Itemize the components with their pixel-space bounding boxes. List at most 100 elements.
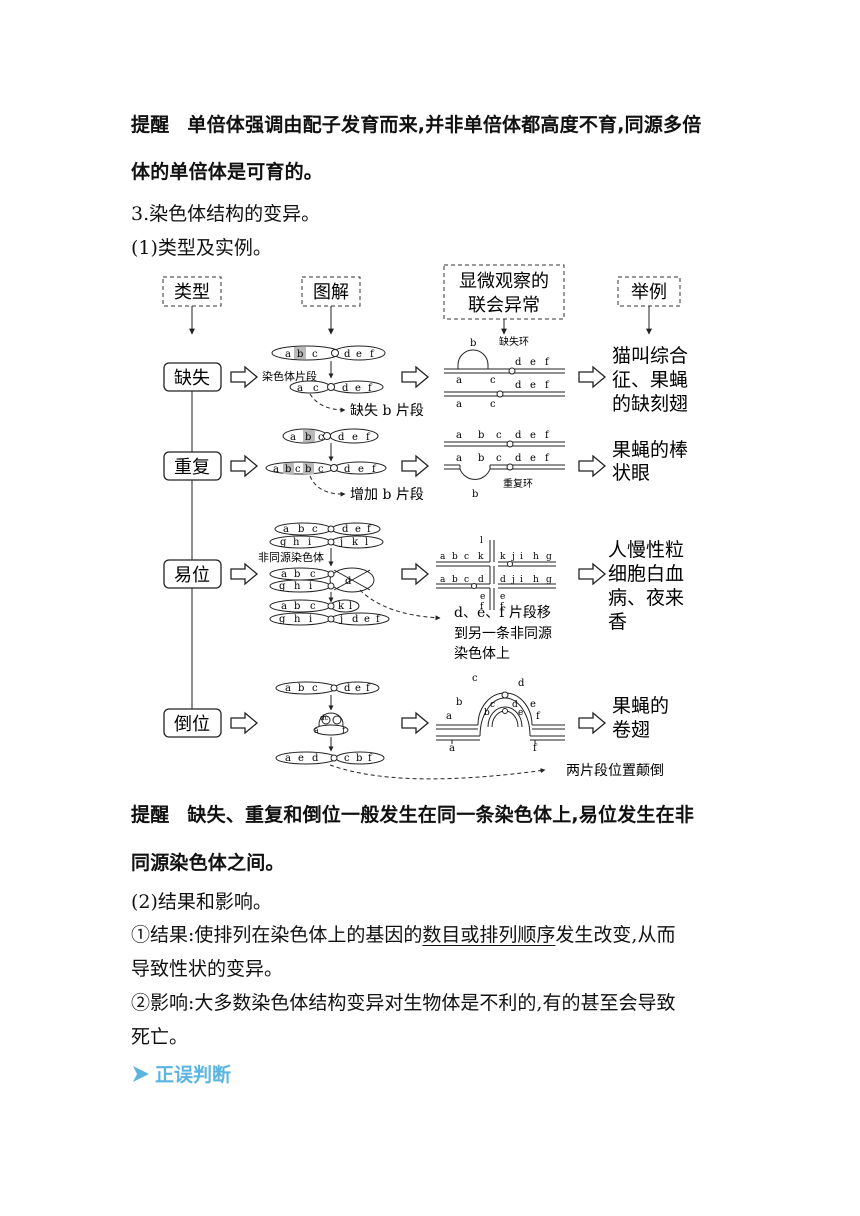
svg-text:a: a: [290, 432, 296, 443]
svg-text:d: d: [352, 614, 359, 625]
svg-text:e: e: [500, 592, 505, 602]
svg-text:d: d: [344, 683, 351, 694]
svg-text:g: g: [279, 614, 286, 625]
triangle-arrow-icon: [131, 1064, 151, 1084]
svg-text:a: a: [456, 399, 462, 410]
svg-text:c: c: [490, 700, 495, 710]
svg-text:d: d: [500, 575, 506, 585]
svg-text:举例: 举例: [631, 282, 667, 303]
svg-text:e: e: [358, 464, 364, 475]
svg-text:e: e: [355, 524, 361, 535]
svg-text:d: d: [344, 349, 351, 360]
svg-text:c: c: [490, 375, 496, 386]
svg-text:c: c: [313, 383, 319, 394]
svg-text:b: b: [298, 524, 304, 535]
impact-line-2: 死亡。: [131, 1022, 188, 1049]
svg-text:f: f: [545, 453, 550, 464]
svg-text:d: d: [515, 380, 522, 391]
svg-text:a: a: [297, 383, 303, 394]
svg-text:染色体上: 染色体上: [454, 645, 510, 662]
svg-text:b: b: [452, 575, 458, 585]
svg-text:f: f: [545, 430, 550, 441]
svg-text:h: h: [533, 552, 539, 562]
svg-text:缺失: 缺失: [174, 368, 210, 389]
svg-text:f: f: [545, 357, 550, 368]
example-translocation: 人慢性粒 细胞白血 病、夜来 香: [608, 539, 684, 633]
svg-text:e: e: [356, 349, 362, 360]
svg-text:g: g: [546, 552, 552, 562]
svg-text:d: d: [345, 576, 352, 587]
type-box-inversion: 倒位: [164, 709, 221, 737]
svg-text:e: e: [530, 380, 536, 391]
example-duplication: 果蝇的棒 状眼: [612, 439, 688, 484]
svg-text:易位: 易位: [174, 565, 210, 586]
svg-text:b: b: [298, 683, 304, 694]
deletion-illustration: abc def 染色体片段 ac def 缺失 b 片段: [262, 346, 424, 419]
svg-text:重复环: 重复环: [503, 477, 533, 490]
svg-text:c: c: [496, 453, 502, 464]
svg-text:k: k: [500, 552, 506, 562]
svg-text:g: g: [279, 581, 286, 592]
svg-text:h: h: [533, 575, 539, 585]
svg-text:j: j: [511, 552, 515, 562]
svg-text:f: f: [536, 711, 541, 722]
svg-text:e: e: [530, 699, 536, 710]
svg-text:联会异常: 联会异常: [468, 295, 540, 316]
svg-text:j: j: [511, 575, 515, 585]
svg-text:b: b: [305, 432, 311, 443]
duplication-illustration: abc def abcbc def 增加 b 片段: [266, 429, 424, 503]
svg-text:e: e: [530, 453, 536, 464]
header-example: 举例: [618, 277, 680, 334]
svg-text:b: b: [470, 338, 476, 349]
svg-text:a: a: [285, 683, 291, 694]
svg-text:c: c: [318, 464, 324, 475]
type-box-deletion: 缺失: [164, 363, 221, 391]
svg-text:b: b: [356, 753, 362, 764]
svg-text:c: c: [472, 673, 478, 684]
svg-text:b: b: [472, 489, 478, 500]
svg-text:g: g: [280, 537, 287, 548]
svg-text:k: k: [338, 601, 345, 612]
svg-text:d: d: [518, 678, 525, 689]
section-title: 正误判断: [131, 1060, 231, 1087]
svg-text:c: c: [295, 464, 301, 475]
svg-text:增加 b 片段: 增加 b 片段: [350, 487, 424, 503]
svg-text:类型: 类型: [174, 282, 210, 303]
svg-text:c: c: [312, 524, 318, 535]
svg-text:k: k: [352, 537, 359, 548]
svg-text:e: e: [355, 383, 361, 394]
svg-text:d: d: [342, 524, 349, 535]
svg-text:e: e: [480, 592, 485, 602]
svg-text:l: l: [365, 537, 368, 548]
svg-text:d: d: [478, 575, 484, 585]
svg-text:非同源染色体: 非同源染色体: [258, 550, 324, 564]
header-microscope: 显微观察的 联会异常: [444, 265, 564, 334]
svg-text:b: b: [294, 601, 300, 612]
svg-text:果蝇的: 果蝇的: [612, 695, 669, 717]
svg-text:e: e: [530, 357, 536, 368]
svg-text:d: d: [515, 430, 522, 441]
svg-text:f: f: [545, 380, 550, 391]
svg-text:a: a: [440, 552, 446, 562]
svg-text:f: f: [533, 743, 538, 754]
svg-text:e: e: [298, 753, 304, 764]
svg-text:重复: 重复: [174, 457, 210, 478]
tip-2-line-1: 提醒缺失、重复和倒位一般发生在同一条染色体上,易位发生在非: [131, 800, 694, 827]
svg-text:l: l: [480, 536, 483, 546]
svg-text:dc: dc: [320, 714, 328, 722]
svg-text:果蝇的棒: 果蝇的棒: [612, 439, 688, 461]
svg-text:l: l: [349, 601, 352, 612]
svg-text:c: c: [312, 349, 318, 360]
type-box-translocation: 易位: [164, 560, 221, 588]
svg-text:c: c: [490, 399, 496, 410]
svg-text:i: i: [308, 537, 311, 548]
svg-text:a: a: [283, 524, 289, 535]
result-line-1: ①结果:使排列在染色体上的基因的数目或排列顺序发生改变,从而: [131, 920, 675, 947]
tip-label: 提醒: [131, 804, 169, 826]
svg-text:k: k: [478, 552, 484, 562]
svg-text:g: g: [546, 575, 552, 585]
